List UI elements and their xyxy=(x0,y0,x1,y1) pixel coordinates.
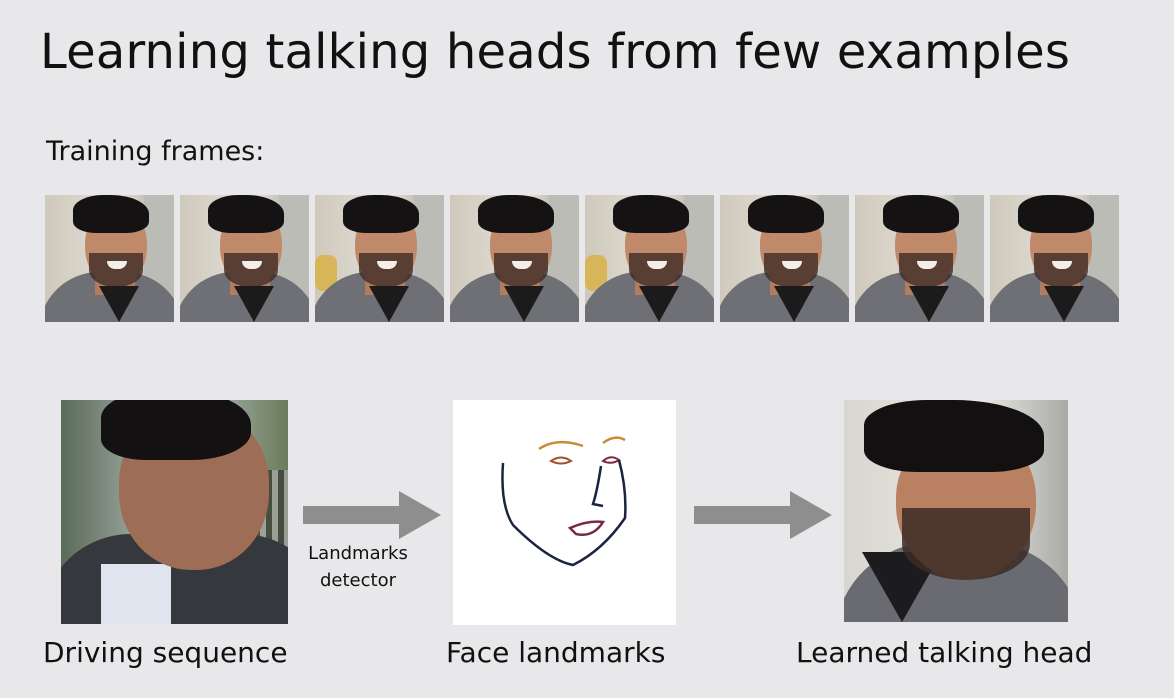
arrow-label-line1: Landmarks xyxy=(308,543,408,564)
training-frame-5 xyxy=(585,195,714,322)
landmarks-sketch xyxy=(501,436,627,567)
learned-talking-head-caption: Learned talking head xyxy=(796,636,1093,669)
learned-talking-head-image xyxy=(844,400,1068,622)
training-frame-8 xyxy=(990,195,1119,322)
slide-title: Learning talking heads from few examples xyxy=(40,24,1071,80)
right-arrow-icon xyxy=(303,491,441,539)
training-frame-3 xyxy=(315,195,444,322)
right-arrow-icon xyxy=(694,491,832,539)
face-landmarks-image xyxy=(453,400,676,625)
training-frame-6 xyxy=(720,195,849,322)
training-frames-strip xyxy=(45,195,1119,322)
landmarks-detector-label: Landmarks detector xyxy=(302,540,414,594)
driving-sequence-image xyxy=(61,400,288,624)
arrow-label-line2: detector xyxy=(320,570,396,591)
training-frame-7 xyxy=(855,195,984,322)
training-frame-4 xyxy=(450,195,579,322)
face-landmarks-caption: Face landmarks xyxy=(446,636,666,669)
training-frame-2 xyxy=(180,195,309,322)
training-frames-label: Training frames: xyxy=(46,136,265,167)
driving-sequence-caption: Driving sequence xyxy=(43,636,288,669)
training-frame-1 xyxy=(45,195,174,322)
